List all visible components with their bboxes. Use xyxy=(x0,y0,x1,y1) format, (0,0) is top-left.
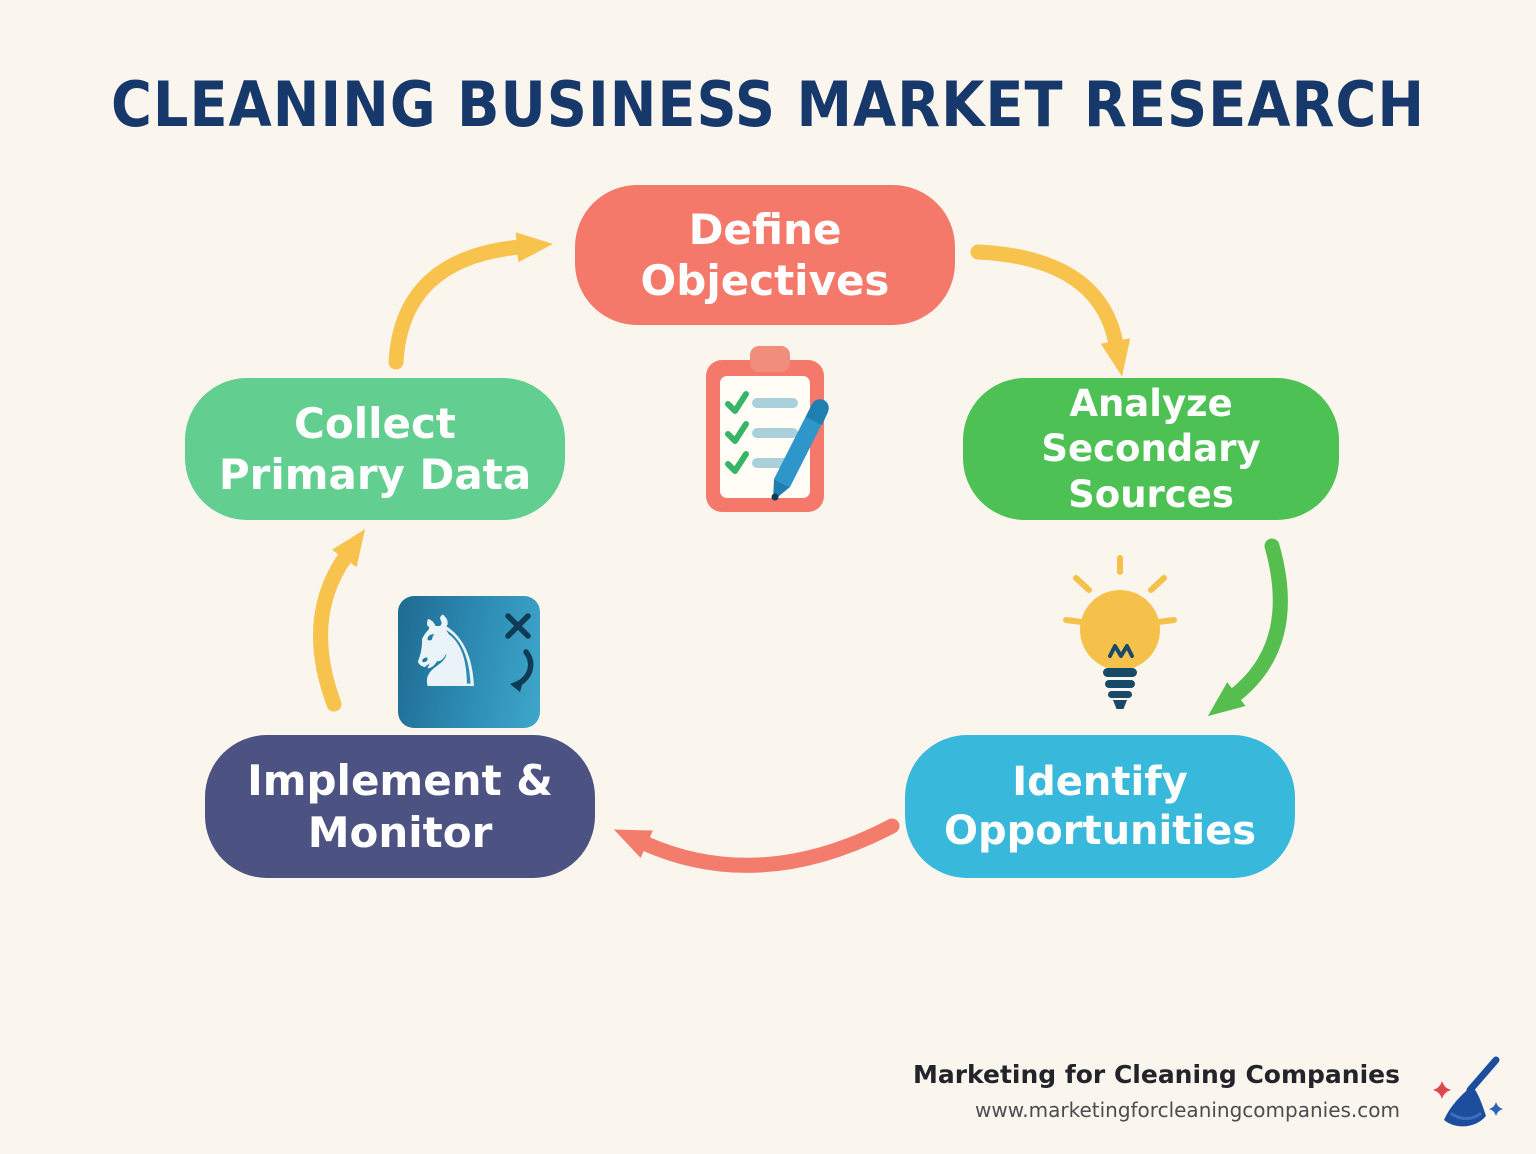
strategy-marks-icon xyxy=(505,613,534,692)
node-identify-opportunities: Identify Opportunities xyxy=(905,735,1295,878)
footer: Marketing for Cleaning Companies www.mar… xyxy=(913,1060,1400,1122)
arrow-collect-to-define xyxy=(388,232,553,370)
node-label-line2: Monitor xyxy=(307,807,493,857)
node-label-line1: Implement & xyxy=(247,756,553,806)
node-label-line2: Primary Data xyxy=(218,450,532,499)
node-label-line1: Collect xyxy=(294,398,456,448)
arrow-implement-to-collect xyxy=(313,529,366,712)
node-implement-monitor: Implement & Monitor xyxy=(205,735,595,878)
node-define-objectives: Define Objectives xyxy=(575,185,955,325)
clipboard-checklist-icon xyxy=(706,346,829,512)
node-label-line1: Define xyxy=(688,204,842,254)
footer-url: www.marketingforcleaningcompanies.com xyxy=(975,1098,1400,1122)
node-label-line2: Opportunities xyxy=(943,807,1257,854)
broom-sparkles-logo xyxy=(1433,1056,1503,1127)
node-label-line1: Identify xyxy=(1012,758,1188,805)
chess-knight-glyph: ♞ xyxy=(402,596,490,710)
arrow-identify-to-implement xyxy=(613,818,900,873)
node-collect-primary-data: Collect Primary Data xyxy=(185,378,565,520)
node-analyze-secondary-sources: Analyze Secondary Sources xyxy=(963,378,1339,520)
page-title: CLEANING BUSINESS MARKET RESEARCH xyxy=(110,68,1426,141)
arrow-analyze-to-identify xyxy=(1207,538,1288,717)
node-label-line2: Secondary Sources xyxy=(1041,427,1261,516)
node-label-line1: Analyze xyxy=(1069,382,1233,426)
chess-knight-strategy-icon: ♞ xyxy=(398,596,540,728)
sparkle-blue xyxy=(1489,1102,1503,1116)
sparkle-red xyxy=(1433,1081,1451,1099)
lightbulb-idea-icon xyxy=(1063,555,1177,709)
pen-icon xyxy=(771,399,829,501)
node-label-line2: Objectives xyxy=(640,256,890,305)
footer-brand: Marketing for Cleaning Companies xyxy=(912,1060,1400,1089)
arrow-define-to-analyze xyxy=(970,244,1131,377)
